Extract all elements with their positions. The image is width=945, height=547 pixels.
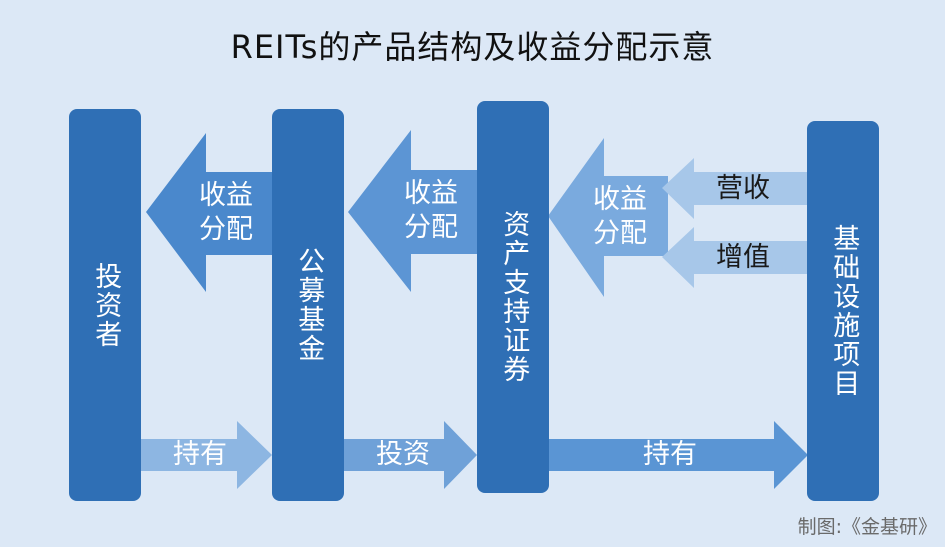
investor-box: 投资者 [69,109,141,501]
hold-label-1: 持有 [173,439,227,470]
public-fund-box: 公募基金 [272,109,344,501]
hold-arrow-2 [548,421,808,489]
hold-label-2: 持有 [643,439,697,470]
revenue-label: 营收 [716,173,770,204]
infrastructure-box: 基础设施项目 [807,121,879,501]
income-distribution-label-2: 收益 分配 [404,178,458,243]
income-distribution-label-3: 收益 分配 [593,184,647,249]
source-credit: 制图:《金基研》 [797,516,937,538]
income-distribution-label-1: 收益 分配 [199,180,253,245]
income-arrow-to-investor [146,133,272,292]
diagram-title: REITs的产品结构及收益分配示意 [230,28,715,66]
invest-label: 投资 [376,439,430,470]
income-arrow-to-fund [348,130,477,292]
revenue-arrow [662,158,807,219]
hold-arrow-1 [141,421,272,489]
appreciation-label: 增值 [716,242,770,273]
invest-arrow [344,421,477,489]
income-arrow-to-abs [548,138,668,297]
appreciation-arrow [662,227,807,288]
abs-box: 资产支持证券 [477,101,549,493]
